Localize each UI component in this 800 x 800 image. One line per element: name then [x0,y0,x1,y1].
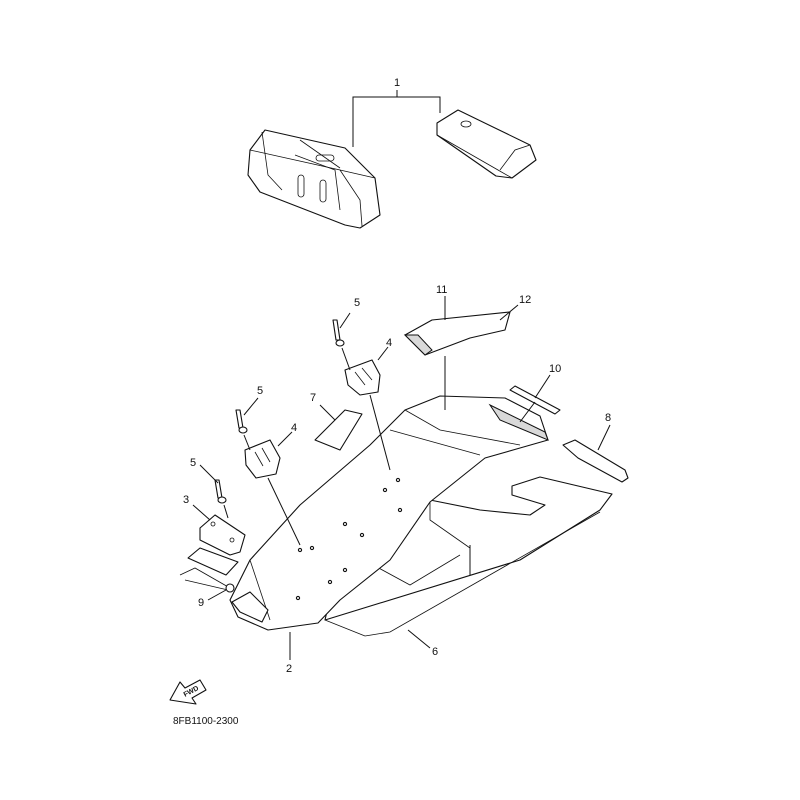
callout-1: 1 [394,77,400,89]
callout-labels: 1 2 3 4 4 5 5 5 6 7 8 9 10 11 12 [183,77,611,675]
callout-5-middle: 5 [257,385,263,397]
callout-6: 6 [432,646,438,658]
hull-body [324,476,613,637]
handle-rod [562,424,629,483]
callout-7: 7 [310,392,316,404]
screws [199,312,351,519]
clip-upper [344,346,391,471]
seat-cover-assembly [247,90,537,229]
callout-11: 11 [436,284,447,296]
callout-5-top: 5 [354,297,360,309]
deck [229,395,549,631]
hinge-cable [179,547,239,601]
callout-4-upper: 4 [386,337,392,349]
callout-2: 2 [286,663,292,675]
fwd-arrow-icon: FWD [169,679,207,705]
callout-12: 12 [519,294,531,306]
plate [192,504,246,556]
callout-8: 8 [605,412,611,424]
clip-lower [244,431,301,546]
callout-9: 9 [198,597,204,609]
callout-4-lower: 4 [291,422,297,434]
callout-10: 10 [549,363,561,375]
callout-5-bottom: 5 [190,457,196,469]
decal-set [403,296,519,410]
catalog-code: 8FB1100-2300 [173,716,239,727]
callout-3: 3 [183,494,189,506]
pad [314,404,363,451]
grip-strip [509,374,561,423]
